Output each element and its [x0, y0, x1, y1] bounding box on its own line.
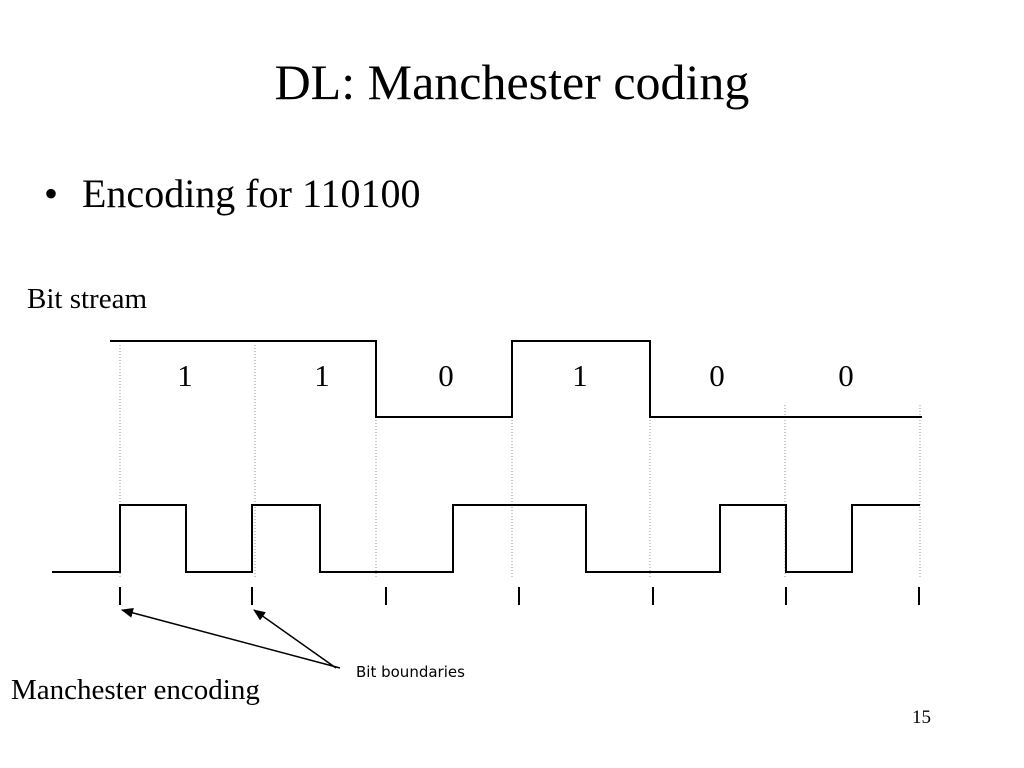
bit-label: 1 [572, 358, 588, 393]
arrow-to-second-boundary [253, 609, 337, 669]
bullet-item: • Encoding for 110100 [44, 166, 420, 222]
manchester-encoding-label: Manchester encoding [11, 674, 260, 706]
arrow-to-first-boundary [121, 607, 341, 669]
boundary-guides [119, 345, 921, 578]
slide-title: DL: Manchester coding [274, 54, 750, 110]
bit-label: 1 [314, 358, 330, 393]
bullet-text: Encoding for 110100 [82, 171, 421, 216]
bit-label: 0 [438, 358, 454, 393]
bitstream-waveform [110, 340, 922, 418]
bit-label: 1 [177, 358, 193, 393]
manchester-waveform [52, 504, 920, 573]
bitstream-label: Bit stream [27, 283, 148, 315]
bit-boundaries-label: Bit boundaries [356, 663, 465, 681]
bullet-dot-icon: • [44, 171, 59, 216]
boundary-ticks [119, 587, 920, 605]
page-number: 15 [912, 707, 931, 728]
bit-label: 0 [838, 358, 854, 393]
bit-label: 0 [709, 358, 725, 393]
